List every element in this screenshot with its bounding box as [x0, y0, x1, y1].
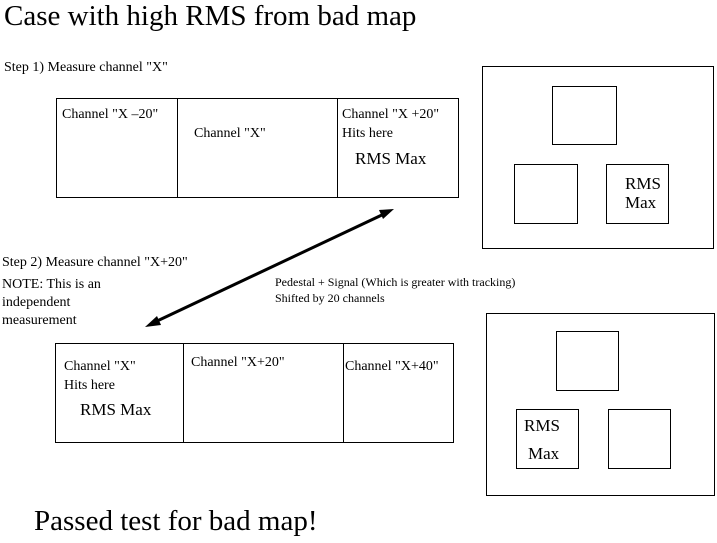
step2-cell-left-rms: RMS Max [80, 400, 152, 419]
step1-channel-strip [56, 98, 459, 198]
page-title: Case with high RMS from bad map [4, 0, 417, 32]
step1-divider-right [337, 98, 338, 198]
step1-cell-right-hits: Hits here [342, 126, 393, 141]
step2-panel-rms-line2: Max [528, 444, 560, 463]
step1-cell-right-label: Channel "X +20" [342, 107, 440, 122]
step2-panel-square-right [608, 409, 671, 469]
step2-divider-left [183, 343, 184, 443]
step2-note-line3: measurement [2, 313, 77, 328]
arrow-note-line1: Pedestal + Signal (Which is greater with… [275, 275, 516, 289]
step2-cell-left-label: Channel "X" [64, 359, 136, 374]
step2-divider-right [343, 343, 344, 443]
step2-cell-middle-label: Channel "X+20" [191, 355, 285, 370]
step2-cell-right-label: Channel "X+40" [345, 359, 439, 374]
step1-panel-square-rms [606, 164, 669, 224]
step2-channel-strip [55, 343, 454, 443]
step1-panel [482, 66, 714, 249]
step1-label: Step 1) Measure channel "X" [4, 60, 168, 75]
step1-panel-square-top [552, 86, 617, 145]
step2-cell-left-hits: Hits here [64, 378, 115, 393]
step1-divider-left [177, 98, 178, 198]
step2-note-line1: NOTE: This is an [2, 277, 101, 292]
step2-panel-rms-line1: RMS [524, 416, 560, 435]
shift-arrow-head-lower [145, 316, 161, 327]
step1-cell-middle-label: Channel "X" [194, 126, 266, 141]
step1-cell-right-rms: RMS Max [355, 149, 427, 168]
step2-panel-square-rms [516, 409, 579, 469]
step2-note-line2: independent [2, 295, 71, 310]
arrow-note-line2: Shifted by 20 channels [275, 291, 385, 305]
step1-cell-left-label: Channel "X –20" [62, 107, 159, 122]
result-text: Passed test for bad map! [34, 505, 318, 537]
shift-arrow-shaft [154, 212, 385, 324]
step2-panel [486, 313, 715, 496]
step1-panel-rms-line2: Max [625, 193, 657, 212]
shift-arrow-head-upper [379, 209, 394, 219]
step2-label: Step 2) Measure channel "X+20" [2, 255, 188, 270]
step2-panel-square-top [556, 331, 619, 391]
step1-panel-square-left [514, 164, 578, 224]
step1-panel-rms-line1: RMS [625, 174, 661, 193]
